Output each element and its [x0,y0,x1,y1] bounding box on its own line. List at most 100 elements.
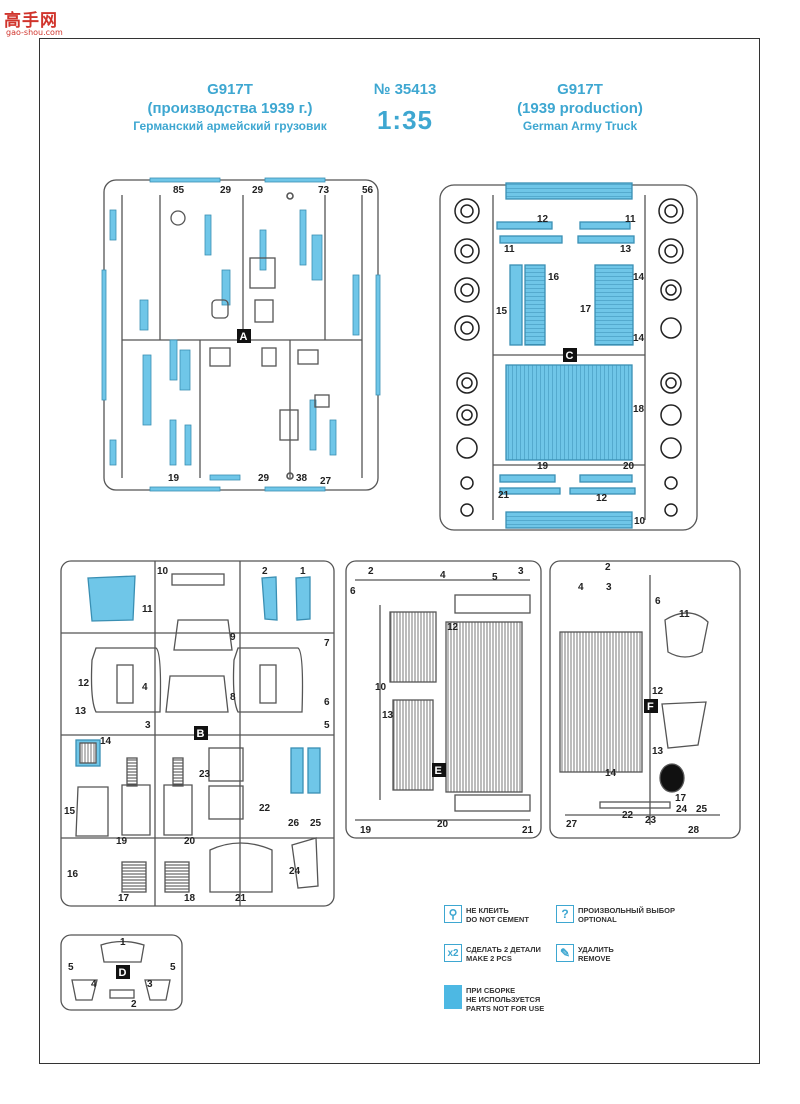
sprue-a-label: 27 [320,476,332,487]
sprue-b-label: 10 [157,566,169,577]
sprue-b-label: 4 [142,682,148,693]
sprue-a-labels: 85 29 29 73 56 19 29 38 27 [168,185,374,487]
sprue-c-label: 19 [537,461,549,472]
sprue-e-label: 12 [447,622,459,633]
sprue-d-label: 3 [147,979,153,990]
sprue-e-labels: 2 4 3 5 6 10 12 13 19 20 21 [350,566,534,836]
sprue-c-label: 16 [548,272,560,283]
optional-icon: ? [556,905,574,923]
sprue-c-label: 10 [634,516,646,527]
sprue-b-label: 16 [67,869,79,880]
sprue-c-label: 18 [633,404,645,415]
header-russian: G917T (производства 1939 г.) Германский … [105,80,355,135]
header-center: № 35413 1:35 [345,80,465,137]
watermark-url: gao-shou.com [6,28,63,37]
sprue-b-letter: B [197,728,205,740]
sprue-c-label: 12 [596,493,608,504]
sprue-e-label: 20 [437,819,449,830]
sprue-b-label: 22 [259,803,271,814]
sprue-a-label: 73 [318,185,330,196]
sprue-e-label: 5 [492,572,498,583]
sprue-f-labels: 2 4 3 6 11 12 13 14 17 22 23 24 25 27 28 [566,562,708,836]
production-year-en: (1939 production) [517,100,643,117]
sprue-b-label: 17 [118,893,130,904]
sprue-e-label: 19 [360,825,372,836]
watermark-logo: 高手网 gao-shou.com [4,6,74,40]
legend-ru: НЕ КЛЕИТЬ [466,906,509,915]
sprue-f-label: 6 [655,596,661,607]
kit-scale: 1:35 [376,105,434,135]
sprue-f-label: 24 [676,804,688,815]
model-name-en: G917T [557,81,603,98]
sprue-b [60,560,335,907]
sprue-e-label: 13 [382,710,394,721]
sprue-e [345,560,542,839]
sprue-b-labels: 10 11 2 1 9 7 12 4 8 3 13 6 5 14 15 19 2… [64,566,330,904]
sprue-f-label: 17 [675,793,687,804]
page-frame [39,38,760,1064]
sprue-c-label: 21 [498,490,510,501]
sprue-f-label: 27 [566,819,578,830]
sprue-c-label: 20 [623,461,635,472]
sprue-e-letter: E [435,765,442,777]
sprue-b-label: 24 [289,866,301,877]
sprue-d-label: 1 [120,937,126,948]
sprue-f-label: 13 [652,746,664,757]
sprue-e-label: 21 [522,825,534,836]
sprue-b-label: 2 [262,566,268,577]
sprue-b-label: 20 [184,836,196,847]
sprue-d-label: 5 [68,962,74,973]
sprue-f-label: 22 [622,810,634,821]
sprue-f-label: 2 [605,562,611,573]
sprue-d-labels: 1 5 4 3 5 2 [68,937,176,1010]
sprue-f-label: 25 [696,804,708,815]
legend-en: REMOVE [578,954,611,963]
sprue-b-label: 3 [145,720,151,731]
sprue-e-label: 2 [368,566,374,577]
sprue-d-badge [116,965,130,979]
sprue-b-badge [194,726,208,740]
sprue-d-label: 5 [170,962,176,973]
sprue-a-label: 29 [252,185,264,196]
sprue-f-label: 28 [688,825,700,836]
sprue-d-label: 2 [131,999,137,1010]
watermark-chars: 高手网 [4,11,58,31]
sprue-c-letter: C [566,350,574,362]
sprue-c-label: 11 [625,214,636,225]
description-en: German Army Truck [522,119,638,133]
sprue-c-label: 14 [633,272,645,283]
kit-number: № 35413 [373,81,437,98]
model-name-ru: G917T [207,81,253,98]
sprue-c [439,182,698,531]
sprue-b-label: 7 [324,638,330,649]
sprue-c-label: 17 [580,304,592,315]
legend-en: MAKE 2 PCS [466,954,512,963]
sprue-f-label: 3 [606,582,612,593]
sprue-b-label: 21 [235,893,247,904]
sprue-f-label: 11 [679,609,690,620]
sprue-b-label: 8 [230,692,236,703]
sprue-e-badge [432,763,446,777]
sprue-b-label: 15 [64,806,76,817]
sprue-a-label: 56 [362,185,374,196]
legend-en: DO NOT CEMENT [466,915,529,924]
sprue-f [549,560,741,839]
sprue-e-label: 3 [518,566,524,577]
make-two-icon: x2 [444,944,462,962]
sprue-b-label: 9 [230,632,236,643]
sprue-f-label: 23 [645,815,657,826]
sprue-c-label: 11 [504,244,515,255]
legend-ru: ПРИ СБОРКЕ НЕ ИСПОЛЬЗУЕТСЯ [466,986,541,1004]
sprue-e-label: 6 [350,586,356,597]
legend-ru: ПРОИЗВОЛЬНЫЙ ВЫБОР [578,906,675,915]
sprue-f-label: 4 [578,582,584,593]
sprue-f-label: 12 [652,686,664,697]
legend-ru: СДЕЛАТЬ 2 ДЕТАЛИ [466,945,541,954]
legend-ru: УДАЛИТЬ [578,945,614,954]
sprue-e-label: 4 [440,570,446,581]
sprue-b-label: 25 [310,818,322,829]
sprue-b-label: 5 [324,720,330,731]
header-english: G917T (1939 production) German Army Truc… [490,80,670,135]
legend-en: PARTS NOT FOR USE [466,1004,545,1013]
